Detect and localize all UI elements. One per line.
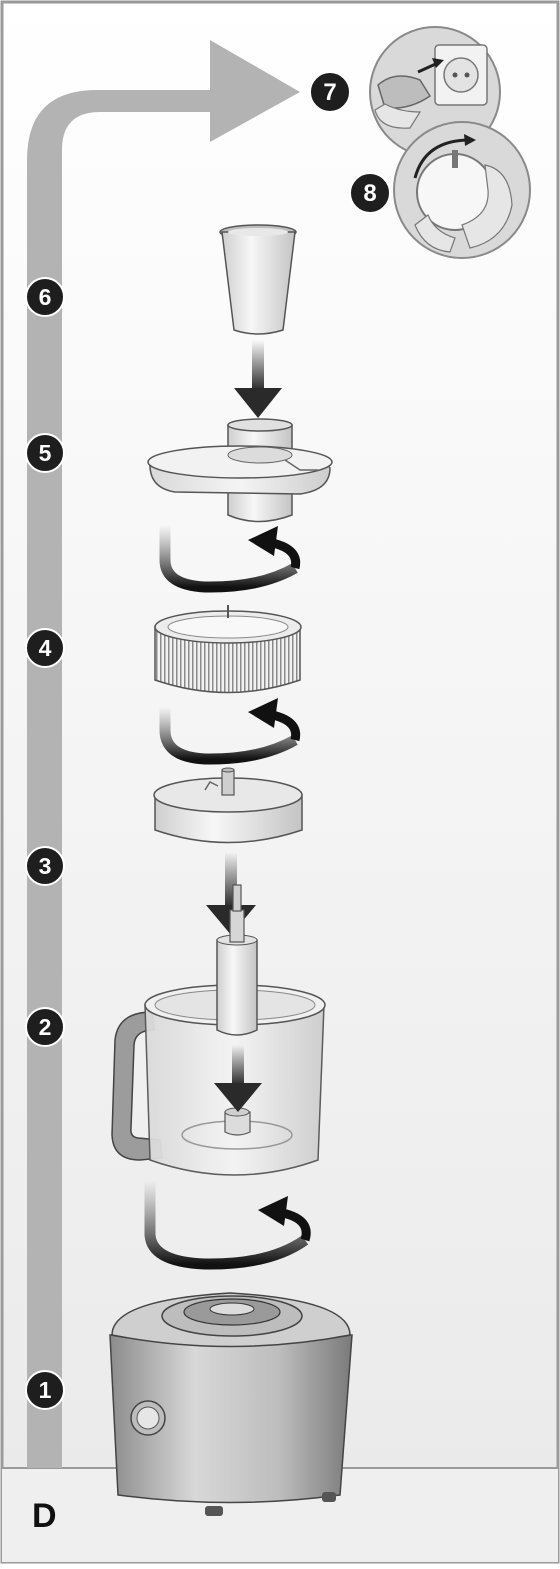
step-badge-3: 3 — [26, 847, 64, 885]
panel-label: D — [32, 1497, 57, 1535]
motor-base — [110, 1293, 352, 1516]
step-badge-2: 2 — [26, 1008, 64, 1046]
step-badge-6: 6 — [26, 278, 64, 316]
step-badge-4: 4 — [26, 629, 64, 667]
grater-drum — [155, 605, 301, 693]
step-badge-1: 1 — [26, 1371, 64, 1409]
step-number-5: 5 — [39, 440, 52, 466]
step-badge-8: 8 — [350, 173, 390, 213]
step-number-2: 2 — [39, 1014, 52, 1040]
step-number-7: 7 — [323, 79, 336, 106]
step-number-3: 3 — [39, 853, 52, 879]
step-badge-7: 7 — [310, 72, 350, 112]
step-number-6: 6 — [39, 284, 52, 310]
step-number-8: 8 — [363, 180, 376, 207]
step-number-1: 1 — [39, 1377, 52, 1403]
step-badge-5: 5 — [26, 434, 64, 472]
dial-inset — [394, 122, 530, 258]
step-number-4: 4 — [39, 635, 52, 661]
